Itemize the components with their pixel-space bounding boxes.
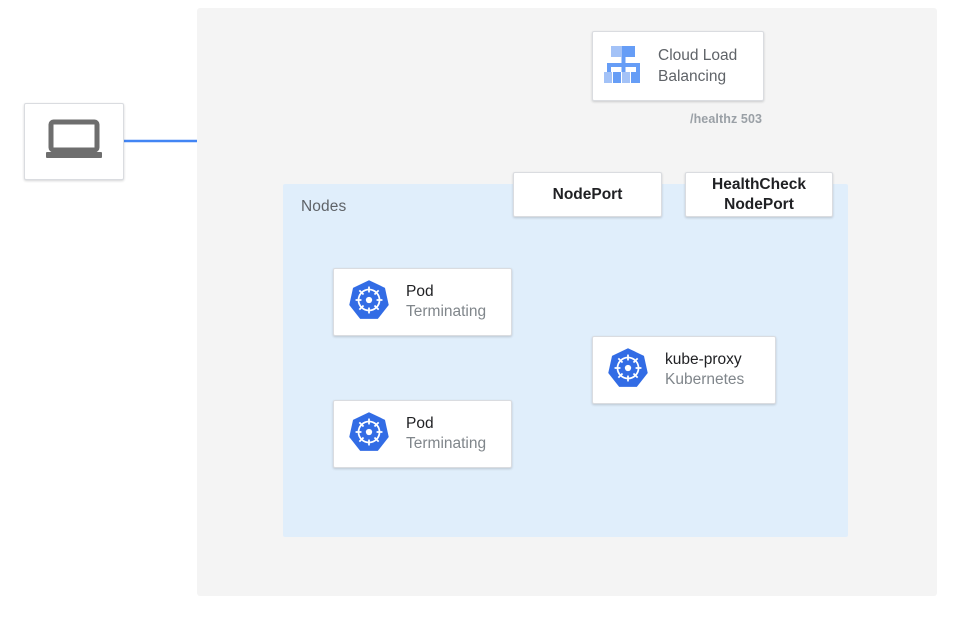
nodeport-node[interactable]: NodePort [513, 172, 662, 217]
cloud-load-balancing-label-line2: Balancing [658, 68, 727, 85]
healthcheck-nodeport-node[interactable]: HealthCheck NodePort [685, 172, 833, 217]
kubernetes-icon [348, 279, 390, 326]
kube-proxy-node[interactable]: kube-proxy Kubernetes [592, 336, 776, 404]
pod-1-text: Pod Terminating [406, 282, 486, 322]
pod-2-status: Terminating [406, 435, 487, 452]
healthcheck-nodeport-label-line1: HealthCheck [712, 175, 806, 193]
healthcheck-nodeport-label-line2: NodePort [724, 195, 794, 213]
pod-1-title: Pod [406, 282, 434, 300]
cloud-load-balancing-label: Cloud Load Balancing [658, 45, 737, 87]
pod-node-2[interactable]: Pod Terminating [333, 400, 512, 468]
pod-1-status: Terminating [406, 303, 487, 320]
cloud-load-balancing-label-line1: Cloud Load [658, 46, 738, 64]
healthz-annotation: /healthz 503 [690, 112, 763, 126]
nodes-region-label: Nodes [301, 198, 347, 215]
kube-proxy-text: kube-proxy Kubernetes [665, 350, 744, 390]
cloud-load-balancing-icon [602, 43, 646, 90]
pod-node-1[interactable]: Pod Terminating [333, 268, 512, 336]
healthcheck-nodeport-label: HealthCheck NodePort [712, 175, 806, 214]
nodeport-label: NodePort [552, 185, 623, 203]
client-node[interactable] [24, 103, 124, 180]
kube-proxy-title: kube-proxy [665, 350, 742, 368]
kubernetes-icon [348, 411, 390, 458]
cloud-load-balancing-node[interactable]: Cloud Load Balancing [592, 31, 764, 101]
laptop-icon [44, 117, 104, 166]
pod-2-title: Pod [406, 414, 434, 432]
kubernetes-icon [607, 347, 649, 394]
pod-2-text: Pod Terminating [406, 414, 486, 454]
kube-proxy-subtitle: Kubernetes [665, 371, 745, 388]
